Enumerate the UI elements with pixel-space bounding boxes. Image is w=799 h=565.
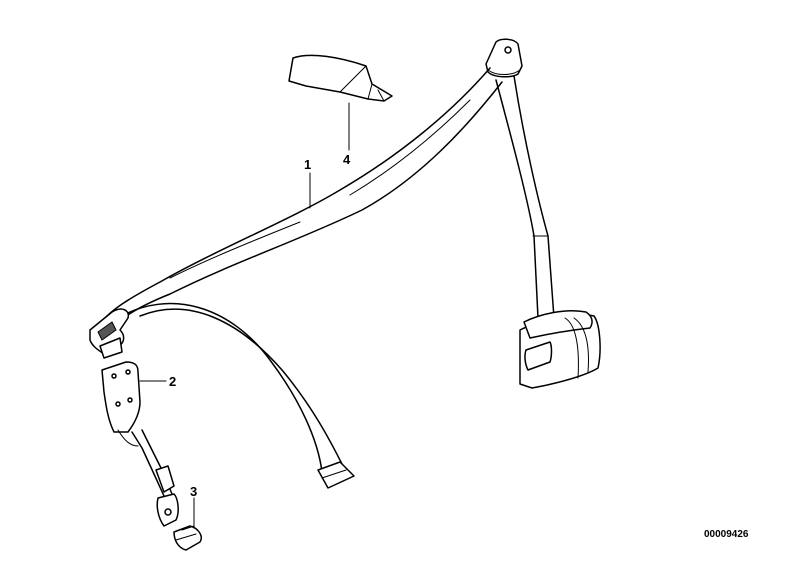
buckle-cable [131, 429, 179, 527]
shoulder-belt [99, 67, 503, 331]
vertical-belt-strap [495, 75, 555, 319]
callout-2: 2 [169, 374, 176, 389]
belt-guide-cover [288, 54, 393, 102]
leader-lines [139, 102, 350, 529]
buckle-bracket [101, 361, 141, 447]
lap-belt [117, 302, 355, 489]
diagram-reference-number: 00009426 [704, 529, 749, 540]
mounting-bolt [173, 525, 202, 551]
callout-1: 1 [304, 157, 311, 172]
belt-buckle-tongue [89, 308, 130, 359]
belt-retractor [519, 309, 601, 389]
upper-anchor [485, 38, 523, 78]
callout-4: 4 [343, 152, 351, 167]
callout-3: 3 [190, 484, 197, 499]
